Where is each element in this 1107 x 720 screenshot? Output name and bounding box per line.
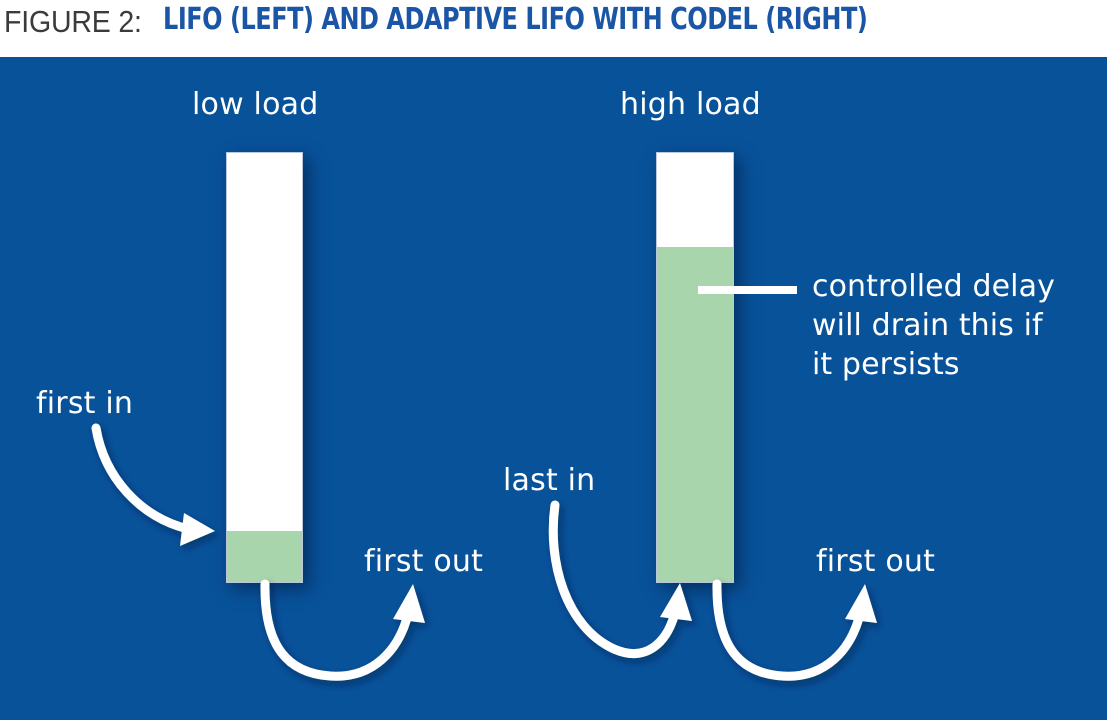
queue-bar-high-load <box>656 152 734 583</box>
callout-line-1: controlled delay <box>812 269 1055 304</box>
diagram-panel: low load high load <box>0 57 1107 720</box>
annotation-last-in-right: last in <box>503 463 596 498</box>
curved-arrow-u-turn-up-icon-right-out <box>712 579 877 681</box>
queue-fill-low-load <box>227 530 302 582</box>
curved-arrow-u-turn-up-icon-left-out <box>260 579 425 681</box>
low-load-header: low load <box>192 87 319 122</box>
diagram-arrows-overlay <box>91 286 877 681</box>
annotation-first-out-left: first out <box>364 544 484 579</box>
high-load-header: high load <box>620 87 761 122</box>
annotation-first-out-right: first out <box>816 544 936 579</box>
callout-line-3: it persists <box>812 347 960 382</box>
queue-fill-high-load <box>657 247 733 582</box>
figure-caption-title: LIFO (LEFT) AND ADAPTIVE LIFO WITH CODEL… <box>163 2 868 37</box>
curved-arrow-down-right-icon-left-in <box>91 423 215 546</box>
figure-caption: FIGURE 2: LIFO (LEFT) AND ADAPTIVE LIFO … <box>0 0 1107 57</box>
annotation-first-in-left: first in <box>36 386 134 421</box>
callout-controlled-delay: controlled delay will drain this if it p… <box>812 267 1092 384</box>
queue-bar-low-load <box>226 152 303 583</box>
callout-line-2: will drain this if <box>812 308 1043 343</box>
figure-caption-prefix: FIGURE 2: <box>4 4 142 39</box>
